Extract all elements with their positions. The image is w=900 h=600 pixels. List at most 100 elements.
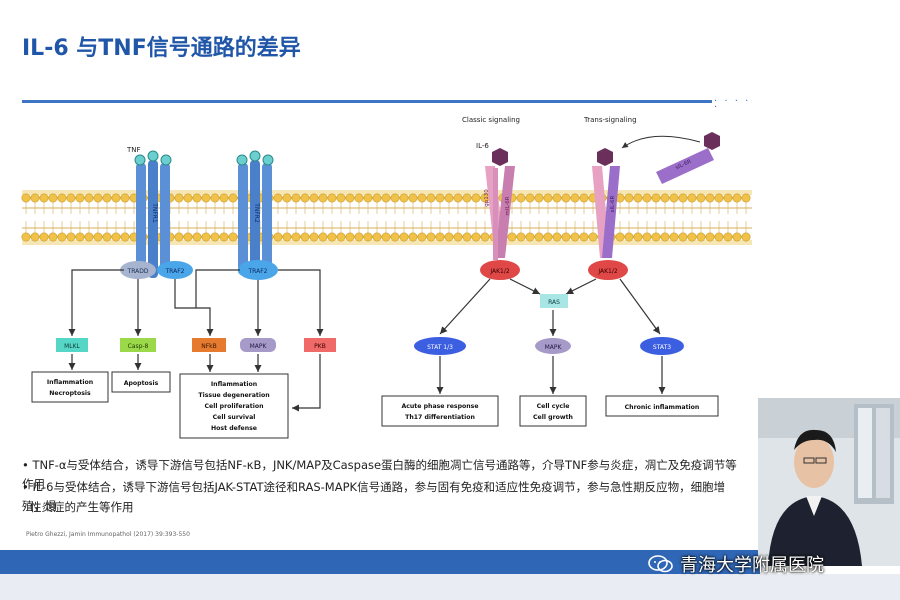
traf2-b-node: [238, 260, 278, 280]
lipid-head: [183, 232, 193, 242]
lipid-head: [336, 232, 346, 242]
jak-b-label: JAK1/2: [597, 268, 618, 275]
outcome-text: Chronic inflammation: [625, 404, 700, 411]
outcome-cell-cycle: Cell cycle Cell growth: [519, 395, 587, 427]
outcome-inflammation-necroptosis: Inflammation Necroptosis: [31, 371, 109, 403]
lipid-head: [57, 193, 67, 203]
nfkb-box: [192, 338, 226, 352]
outcome-text: Acute phase response: [401, 403, 478, 410]
lipid-head: [561, 232, 571, 242]
lipid-head: [534, 232, 544, 242]
lipid-head: [327, 232, 337, 242]
lipid-head: [444, 232, 454, 242]
lipid-head: [66, 232, 76, 242]
casp8-label: Casp-8: [128, 343, 149, 350]
outcome-text: Cell growth: [533, 414, 573, 421]
lipid-head: [390, 193, 400, 203]
lipid-head: [93, 193, 103, 203]
lipid-head: [660, 232, 670, 242]
lipid-head: [633, 193, 643, 203]
mlkl-label: MLKL: [64, 343, 80, 350]
lipid-head: [174, 232, 184, 242]
classic-signaling-label: Classic signaling: [462, 116, 520, 124]
lipid-head: [39, 232, 49, 242]
tnf-label: TNF: [126, 146, 141, 154]
lipid-head: [696, 232, 706, 242]
lipid-head: [354, 232, 364, 242]
outcome-text: Cell survival: [213, 414, 256, 421]
lipid-head: [570, 193, 580, 203]
lipid-head: [462, 232, 472, 242]
presenter-video: [758, 398, 900, 566]
tnf-arrows: [68, 269, 324, 412]
lipid-head: [174, 193, 184, 203]
jak-a-label: JAK1/2: [489, 268, 510, 275]
lipid-head: [714, 232, 724, 242]
lipid-head: [363, 193, 373, 203]
lipid-head: [93, 232, 103, 242]
bullet-il6-line1: • IL-6与受体结合，诱导下游信号包括JAK-STAT途径和RAS-MAPK信…: [22, 480, 726, 513]
lipid-head: [525, 232, 535, 242]
lipid-head: [714, 193, 724, 203]
lipid-head: [228, 232, 238, 242]
lipid-head: [408, 193, 418, 203]
lipid-head: [48, 193, 58, 203]
wechat-icon: [648, 555, 673, 573]
outcome-tnf-multi: Inflammation Tissue degeneration Cell pr…: [179, 373, 289, 439]
stat13-node: [414, 337, 466, 355]
lipid-head: [651, 232, 661, 242]
lipid-head: [210, 193, 220, 203]
tradd-node: [120, 261, 156, 279]
lipid-head: [507, 232, 517, 242]
lipid-head: [120, 193, 130, 203]
sil6r-label: sIL-6R: [610, 195, 616, 212]
outcome-text: Th17 differentiation: [405, 414, 475, 421]
stat3-label: STAT3: [653, 344, 671, 351]
lipid-head: [111, 232, 121, 242]
lipid-head: [696, 193, 706, 203]
lipid-head: [192, 232, 202, 242]
lipid-head: [30, 193, 40, 203]
lipid-head: [390, 232, 400, 242]
lipid-head: [417, 232, 427, 242]
lipid-head: [732, 193, 742, 203]
lipid-head: [732, 232, 742, 242]
lipid-head: [705, 232, 715, 242]
lipid-head: [273, 232, 283, 242]
lipid-head: [579, 232, 589, 242]
lipid-head: [210, 232, 220, 242]
lipid-head: [318, 193, 328, 203]
lipid-head: [201, 193, 211, 203]
lipid-head: [552, 193, 562, 203]
lipid-head: [21, 232, 31, 242]
lipid-head: [75, 193, 85, 203]
lipid-head: [570, 232, 580, 242]
lipid-head: [345, 232, 355, 242]
traf2-a-label: TRAF2: [165, 268, 185, 275]
lipid-head: [453, 232, 463, 242]
lipid-head: [435, 232, 445, 242]
lipid-head: [120, 232, 130, 242]
watermark: 青海大学附属医院: [648, 549, 900, 579]
lipid-head: [21, 193, 31, 203]
tnfr2-label: TNFR2: [253, 202, 260, 223]
outcome-text: Cell proliferation: [205, 403, 264, 410]
lipid-head: [480, 232, 490, 242]
lipid-head: [678, 193, 688, 203]
lipid-head: [552, 232, 562, 242]
lipid-head: [219, 232, 229, 242]
lipid-head: [588, 232, 598, 242]
tnfr2-receptor: TNFR2: [236, 150, 274, 278]
lipid-head: [30, 232, 40, 242]
lipid-head: [309, 232, 319, 242]
lipid-head: [84, 193, 94, 203]
lipid-head: [633, 232, 643, 242]
lipid-head: [300, 232, 310, 242]
bullet-il6-line2: 性炎症的产生等作用: [30, 500, 134, 514]
lipid-head: [660, 193, 670, 203]
lipid-head: [84, 232, 94, 242]
lipid-head: [543, 193, 553, 203]
outcome-chronic-inflammation: Chronic inflammation: [605, 395, 719, 417]
lipid-head: [516, 232, 526, 242]
lipid-head: [408, 232, 418, 242]
